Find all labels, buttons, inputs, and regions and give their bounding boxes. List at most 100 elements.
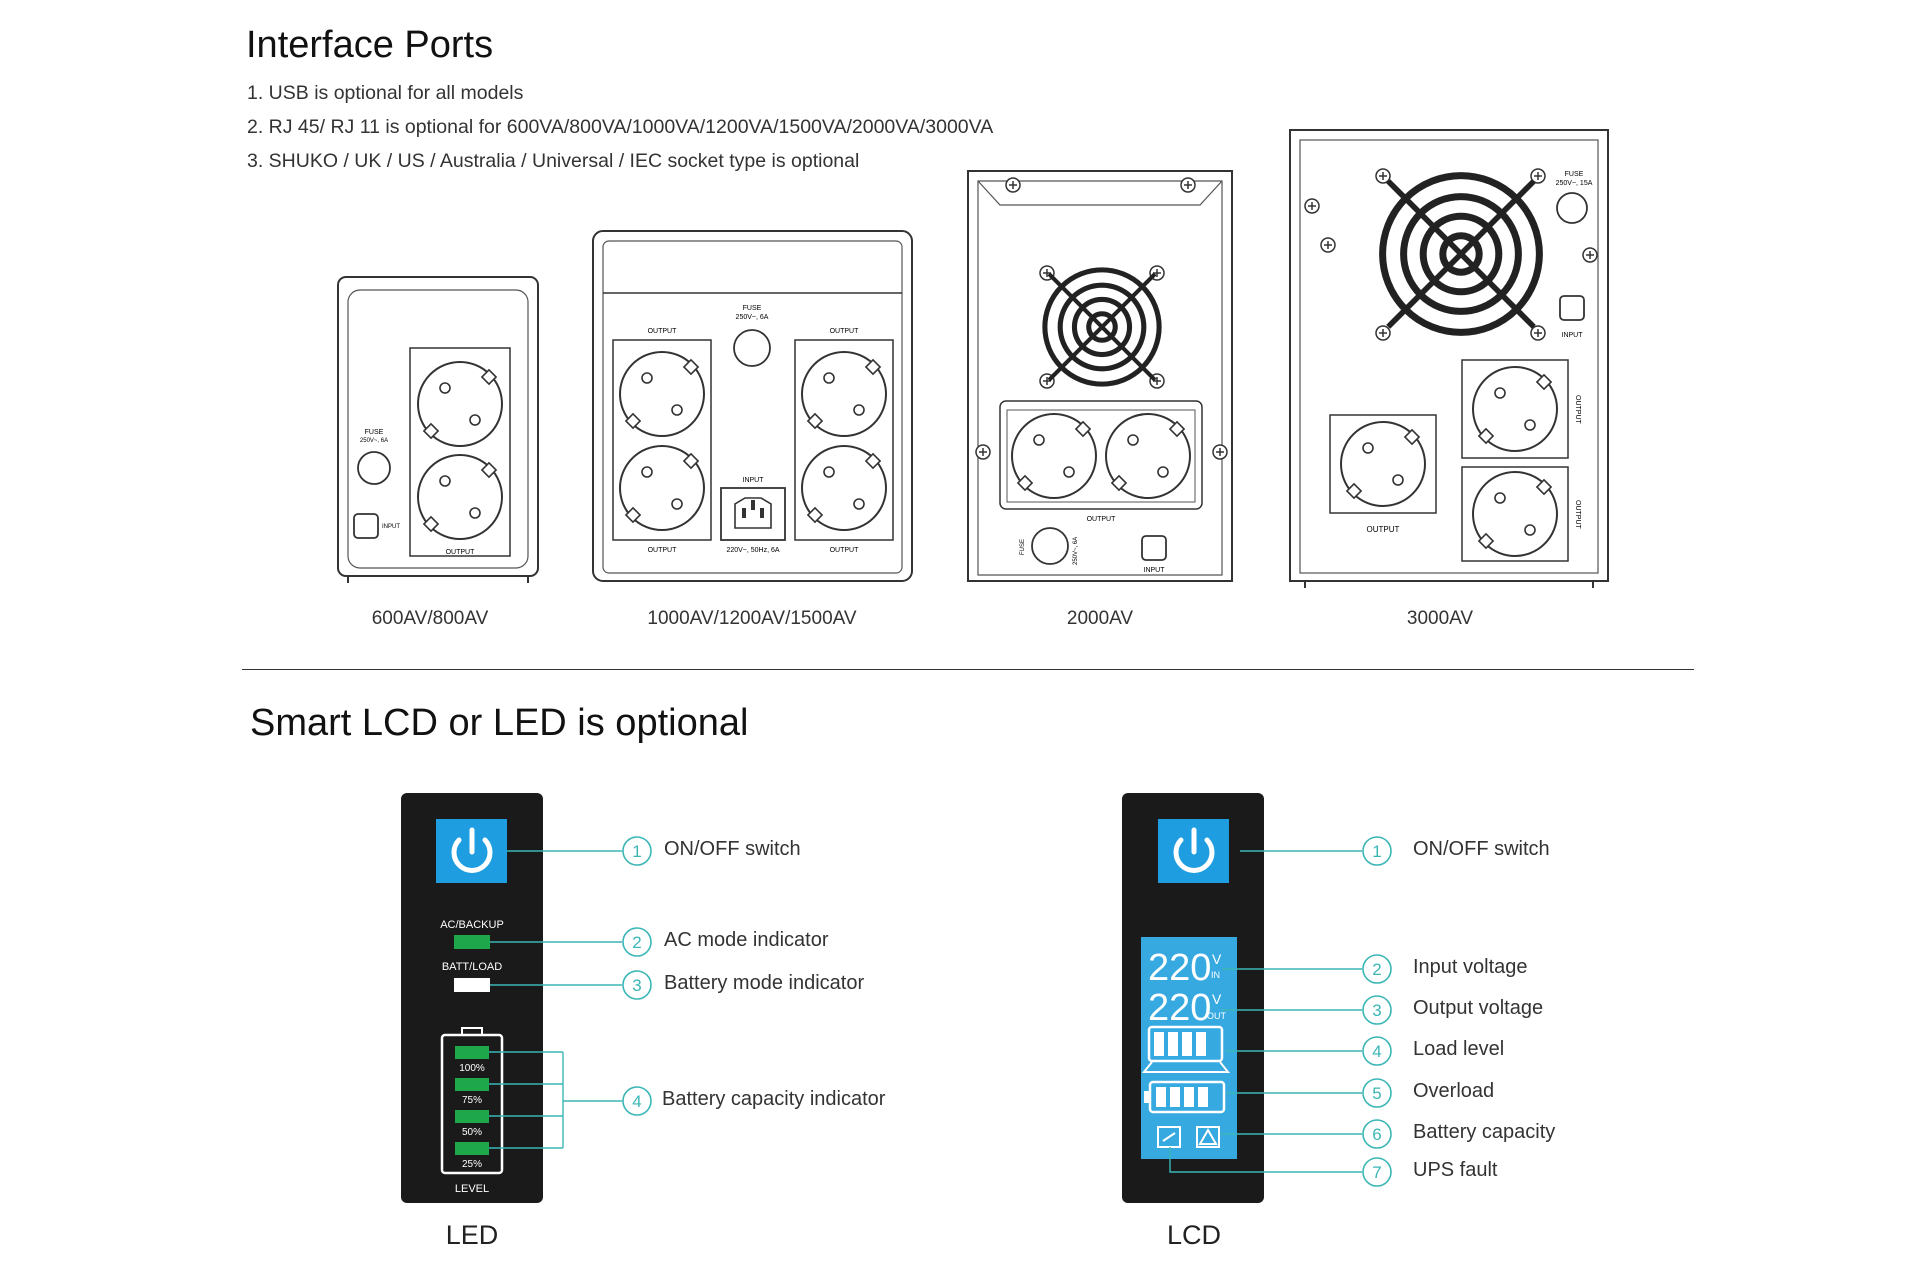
model-label: 3000AV (1406, 608, 1474, 629)
voltage-unit: V (1212, 951, 1222, 967)
input-voltage-value: 220 (1148, 947, 1211, 989)
callout-badge (1362, 1078, 1392, 1108)
output-voltage-value: 220 (1148, 987, 1211, 1029)
smart-display-title: Smart LCD or LED is optional (250, 702, 749, 744)
fault-icon (1157, 1126, 1181, 1148)
display-panels: AC/BACKUP BATT/LOAD 100% 75% 50% 25% LEV… (401, 793, 1392, 1203)
fuse-rotated-rating: 250V~, 6A (1073, 537, 1079, 565)
callout-badge (1362, 1119, 1392, 1149)
input-label: INPUT (1144, 567, 1166, 574)
lcd-panel-label: LCD (1166, 1220, 1221, 1250)
lcd-panel: 220 V IN 220 V OUT (1122, 793, 1264, 1203)
ups-back-panels: FUSE 250V~, 6A INPUT OUTPUT FUSE 250V~, … (337, 129, 1609, 588)
led-panel-label: LED (445, 1220, 499, 1250)
fuse-rating-label: 250V~, 6A (736, 314, 769, 321)
level-caption: LEVEL (455, 1183, 489, 1195)
callout-number: 6 (1372, 1125, 1381, 1144)
callout-badge (622, 1086, 652, 1116)
callout-text: Output voltage (1413, 997, 1544, 1019)
ac-mode-led (454, 935, 490, 949)
callout-number: 5 (1372, 1084, 1381, 1103)
callout-badge (1362, 995, 1392, 1025)
fuse-label: FUSE (365, 429, 384, 436)
ups-1000-1500-panel: FUSE 250V~, 6A OUTPUT OUTPUT INPUT 220V~… (592, 230, 913, 582)
callout-text: Overload (1413, 1080, 1495, 1102)
model-label: 600AV/800AV (371, 608, 489, 629)
ups-600-800-panel: FUSE 250V~, 6A INPUT OUTPUT (337, 276, 539, 583)
callout-badge (1362, 1157, 1392, 1187)
callout-number: 1 (632, 842, 641, 861)
note-item: 2. RJ 45/ RJ 11 is optional for 600VA/80… (247, 116, 994, 138)
callout-number: 4 (632, 1092, 641, 1111)
interface-ports-title: Interface Ports (246, 24, 494, 66)
level-label: 75% (462, 1095, 482, 1106)
fuse-rating-label: 250V~, 6A (360, 438, 388, 444)
callout-badge (622, 927, 652, 957)
ups-3000-panel: FUSE 250V~, 15A INPUT OUTPUT OUTPUT OUTP… (1289, 129, 1609, 588)
battery-mode-led (454, 978, 490, 992)
lcd-callout-lines (1169, 850, 1362, 1173)
level-label: 50% (462, 1127, 482, 1138)
fuse-label: FUSE (743, 305, 762, 312)
callout-text: ON/OFF switch (1413, 838, 1550, 860)
fuse-rotated-label: FUSE (1020, 539, 1026, 555)
input-label: INPUT (743, 477, 765, 484)
interface-notes: 1. USB is optional for all models 2. RJ … (247, 76, 993, 178)
callout-badge (1362, 954, 1392, 984)
callout-text: UPS fault (1413, 1159, 1498, 1181)
callout-number: 4 (1372, 1042, 1381, 1061)
input-rating-label: 220V~, 50Hz, 6A (726, 547, 779, 554)
output-label: OUTPUT (1574, 395, 1581, 425)
note-item: 1. USB is optional for all models (247, 82, 524, 104)
callout-text: ON/OFF switch (664, 838, 801, 860)
voltage-unit: V (1212, 991, 1222, 1007)
callout-badge (1362, 1036, 1392, 1066)
output-label: OUTPUT (1087, 516, 1117, 523)
model-label: 1000AV/1200AV/1500AV (647, 608, 857, 629)
output-label: OUTPUT (830, 547, 860, 554)
callout-text: Battery capacity (1413, 1121, 1556, 1143)
in-tag: IN (1211, 970, 1220, 980)
section-divider (242, 669, 1694, 670)
output-label: OUTPUT (648, 547, 678, 554)
output-label: OUTPUT (830, 328, 860, 335)
callout-badge (622, 836, 652, 866)
fuse-label: FUSE (1565, 171, 1584, 178)
callout-text: AC mode indicator (664, 929, 829, 951)
callout-text: Input voltage (1413, 956, 1528, 978)
output-label: OUTPUT (446, 549, 476, 556)
warning-icon (1196, 1126, 1220, 1148)
output-label: OUTPUT (1367, 525, 1400, 534)
batt-load-label: BATT/LOAD (442, 961, 502, 973)
callout-badge (1362, 836, 1392, 866)
led-callout-lines (489, 850, 622, 1149)
callout-number: 7 (1372, 1163, 1381, 1182)
battery-capacity-icon (1144, 1080, 1226, 1114)
input-label: INPUT (382, 524, 400, 530)
callout-number: 2 (632, 933, 641, 952)
output-label: OUTPUT (1574, 500, 1581, 530)
power-icon (451, 827, 493, 873)
fuse-rating-label: 250V~, 15A (1556, 180, 1593, 187)
callout-text: Battery mode indicator (664, 972, 865, 994)
level-label: 25% (462, 1159, 482, 1170)
input-label: INPUT (1562, 332, 1584, 339)
out-tag: OUT (1207, 1011, 1227, 1021)
load-level-icon (1141, 1025, 1231, 1073)
callout-number: 1 (1372, 842, 1381, 861)
power-icon (1173, 827, 1215, 873)
callout-number: 3 (632, 976, 641, 995)
ups-2000-panel: OUTPUT INPUT FUSE 250V~, 6A (967, 170, 1233, 582)
ac-backup-label: AC/BACKUP (440, 919, 504, 931)
output-label: OUTPUT (648, 328, 678, 335)
note-item: 3. SHUKO / UK / US / Australia / Univers… (247, 150, 860, 172)
level-label: 100% (459, 1063, 485, 1074)
callout-text: Battery capacity indicator (662, 1088, 886, 1110)
callout-badge (622, 970, 652, 1000)
model-label: 2000AV (1066, 608, 1134, 629)
callout-number: 2 (1372, 960, 1381, 979)
callout-number: 3 (1372, 1001, 1381, 1020)
callout-text: Load level (1413, 1038, 1505, 1060)
led-panel: AC/BACKUP BATT/LOAD 100% 75% 50% 25% LEV… (401, 793, 543, 1203)
